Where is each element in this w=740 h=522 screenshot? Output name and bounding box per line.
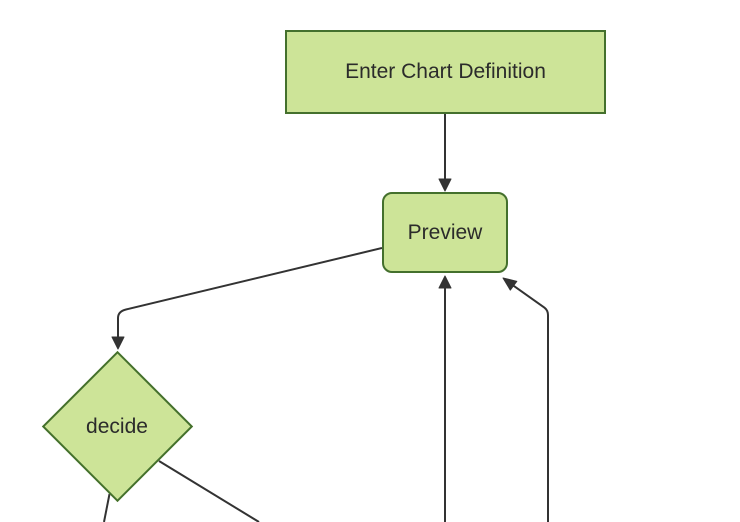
node-decide-label: decide — [86, 415, 148, 438]
edge-decide-to-offscreen-right — [158, 460, 260, 522]
arrowhead-decide-top-icon — [111, 336, 125, 350]
edge-offscreen-to-preview-corner — [512, 284, 549, 522]
node-preview: Preview — [382, 192, 508, 273]
arrowhead-preview-top-icon — [438, 178, 452, 192]
arrowhead-preview-corner-icon — [502, 277, 518, 291]
arrowhead-preview-bottom-icon — [438, 275, 452, 289]
node-enter-chart-definition-label: Enter Chart Definition — [345, 60, 546, 84]
edge-preview-to-decide — [117, 247, 383, 337]
node-preview-label: Preview — [407, 220, 483, 244]
edge-decide-to-offscreen-left — [103, 493, 111, 522]
node-enter-chart-definition: Enter Chart Definition — [285, 30, 606, 114]
